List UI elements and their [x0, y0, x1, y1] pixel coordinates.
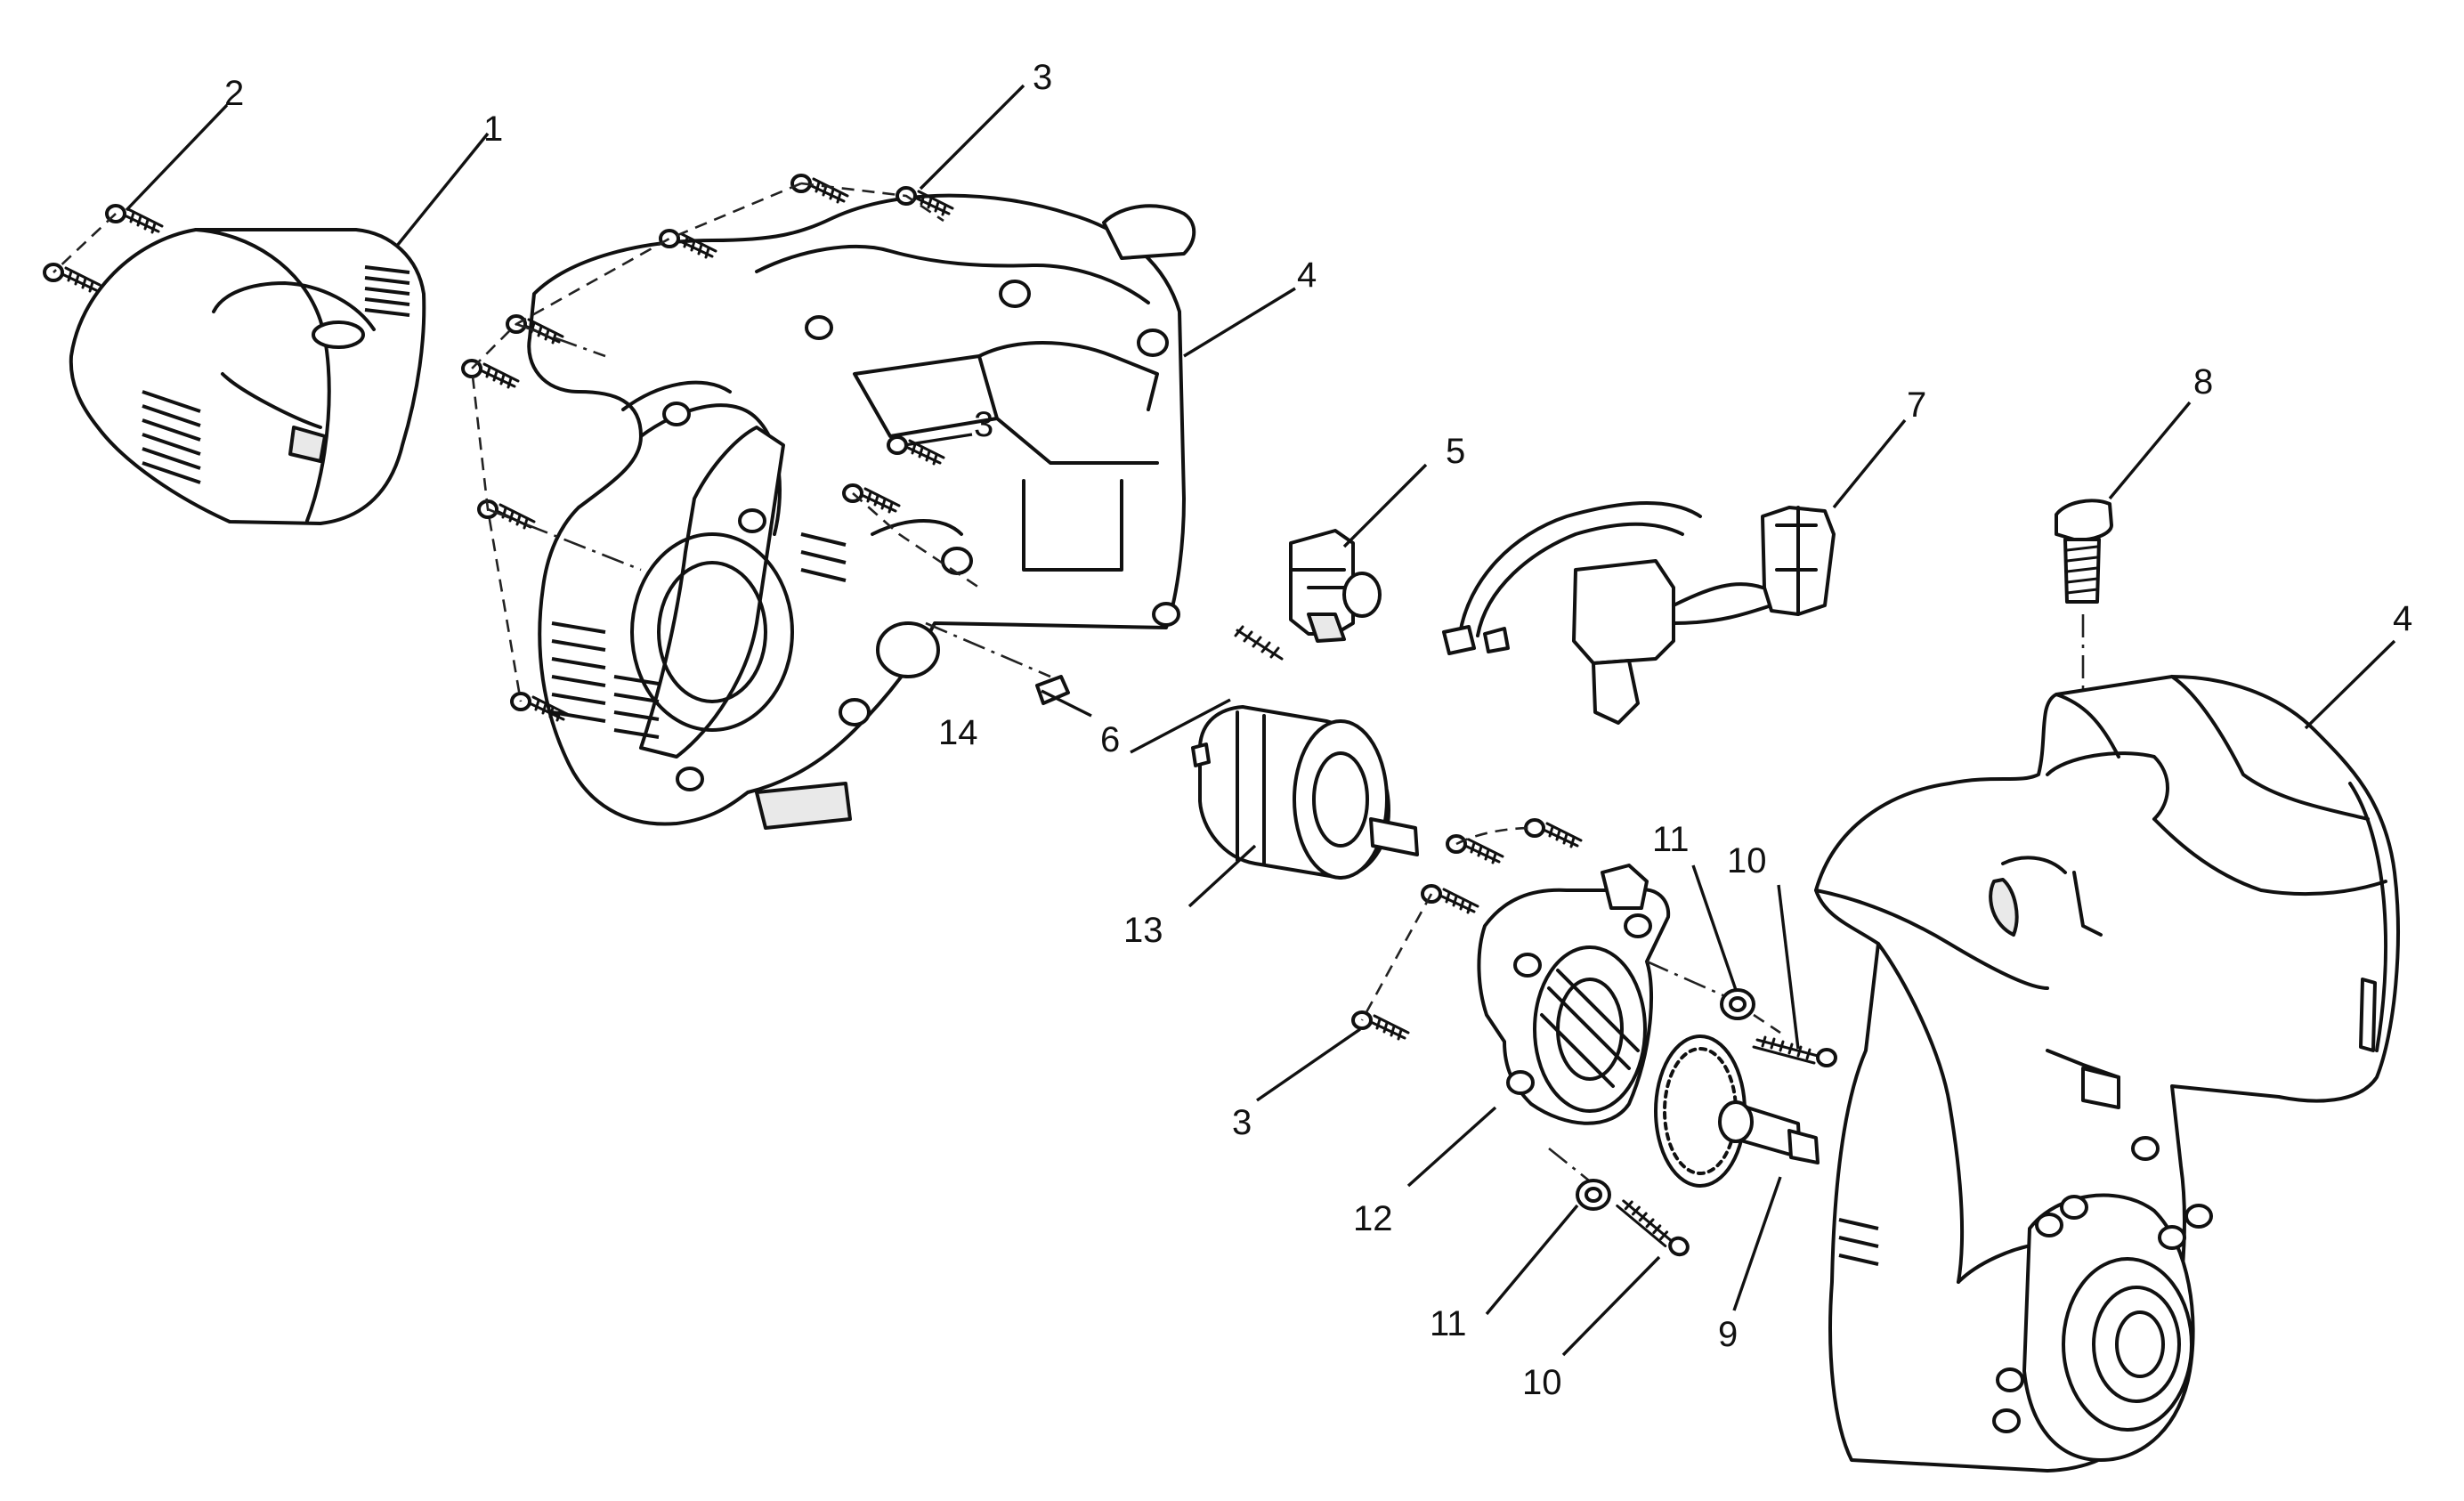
part-10-screw-lower [1607, 1195, 1698, 1260]
callout-11-lower: 11 [1430, 1304, 1467, 1343]
part-12-gear-housing [1477, 864, 1671, 1125]
part-14-pin [1035, 675, 1070, 705]
callout-8: 8 [2193, 362, 2213, 402]
part-7-switch-wires [1442, 501, 1836, 725]
part-11-washer-upper [1720, 988, 1755, 1020]
callout-12: 12 [1353, 1199, 1393, 1238]
part-4-right-housing [1814, 675, 2400, 1473]
callout-4-left-housing: 4 [1297, 256, 1317, 295]
callout-3-lower: 3 [1232, 1103, 1252, 1142]
callout-2: 2 [224, 74, 244, 113]
callout-14: 14 [938, 713, 978, 752]
callout-4-right-housing: 4 [2393, 599, 2412, 638]
assembly-dashes-left [53, 182, 1051, 702]
callout-1: 1 [483, 110, 503, 149]
leader-lines [125, 84, 2396, 1357]
callout-6: 6 [1100, 720, 1120, 759]
callout-10-lower: 10 [1522, 1363, 1562, 1402]
part-5-switch-lever [1289, 529, 1382, 643]
part-4-left-housing [527, 193, 1196, 830]
callout-3-top: 3 [1033, 58, 1052, 97]
callout-10-upper: 10 [1727, 841, 1767, 880]
part-10-screw-upper [1752, 1013, 1837, 1067]
callout-9: 9 [1718, 1315, 1738, 1354]
part-1-nose-cover [69, 228, 426, 525]
callout-13: 13 [1123, 911, 1163, 950]
callout-labels: 2 1 3 4 3 5 14 6 7 8 4 13 11 10 3 12 9 1… [224, 58, 2412, 1402]
callout-5: 5 [1446, 432, 1465, 471]
part-6-spring [1234, 625, 1284, 661]
part-9-gear-spindle [1654, 1034, 1820, 1188]
callout-3-middle: 3 [974, 405, 993, 444]
callout-11-upper: 11 [1652, 820, 1690, 859]
part-11-washer-lower [1576, 1179, 1611, 1211]
part-13-motor [1191, 705, 1419, 880]
screws-gear-housing [1351, 818, 1728, 1186]
callout-7: 7 [1907, 385, 1926, 425]
